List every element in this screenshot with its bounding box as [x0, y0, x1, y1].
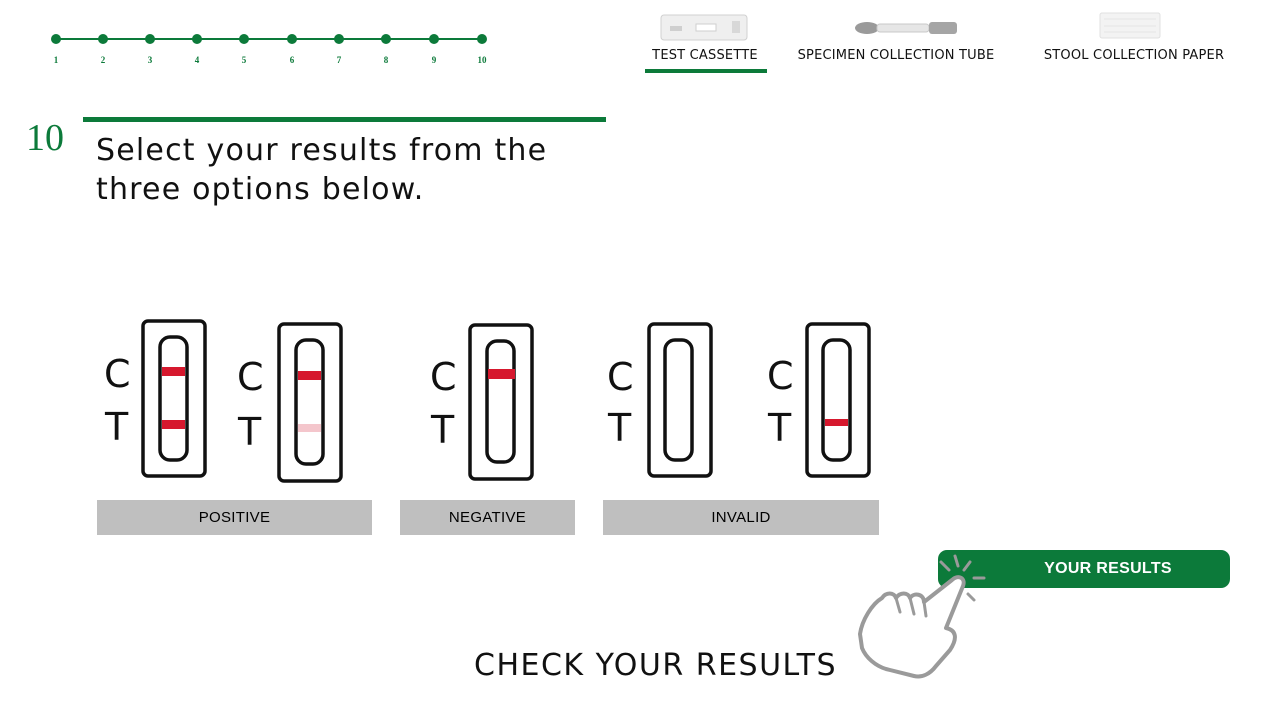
step-number-large: 10	[26, 117, 64, 159]
stool-paper-icon	[1099, 12, 1161, 39]
check-your-results-label: CHECK YOUR RESULTS	[474, 648, 838, 683]
tab-label: TEST CASSETTE	[652, 48, 758, 63]
your-results-label: YOUR RESULTS	[1044, 560, 1172, 577]
step-dot	[51, 34, 61, 44]
step-number: 10	[477, 55, 487, 65]
control-letter: C	[104, 352, 131, 396]
step-dot	[334, 34, 344, 44]
positive-cassette-strong: C T	[104, 319, 207, 478]
step-dot	[192, 34, 202, 44]
test-letter: T	[767, 406, 792, 450]
tab-selected-underline	[645, 69, 767, 73]
control-letter: C	[607, 355, 634, 399]
negative-button[interactable]: NEGATIVE	[400, 500, 575, 535]
step-number: 9	[431, 55, 437, 65]
invalid-cassette-empty: C T	[607, 322, 713, 478]
tab-stool-collection-paper[interactable]: STOOL COLLECTION PAPER	[1030, 8, 1238, 78]
step-number: 8	[383, 55, 389, 65]
step-number: 4	[194, 55, 200, 65]
control-line	[298, 371, 321, 380]
tab-test-cassette[interactable]: TEST CASSETTE	[640, 8, 770, 78]
step-number: 3	[147, 55, 153, 65]
invalid-button[interactable]: INVALID	[603, 500, 879, 535]
step-instruction: Select your results from the three optio…	[96, 133, 548, 207]
title-divider	[83, 117, 606, 122]
control-letter: C	[767, 354, 794, 398]
step-dot	[239, 34, 249, 44]
your-results-button[interactable]: YOUR RESULTS	[938, 550, 1230, 588]
cassette-illustrations: C T C T C T C T C T	[104, 319, 871, 483]
test-letter: T	[104, 405, 129, 449]
test-cassette-icon	[660, 14, 748, 41]
control-line	[162, 367, 185, 376]
tab-label: SPECIMEN COLLECTION TUBE	[797, 48, 995, 63]
control-letter: C	[237, 355, 264, 399]
control-letter: C	[430, 355, 457, 399]
positive-button[interactable]: POSITIVE	[97, 500, 372, 535]
step-number: 1	[53, 55, 59, 65]
negative-cassette: C T	[430, 323, 534, 481]
invalid-cassette-test-only: C T	[767, 322, 871, 478]
control-line	[488, 369, 515, 379]
step-number: 5	[241, 55, 247, 65]
step-dot	[145, 34, 155, 44]
test-letter: T	[607, 406, 632, 450]
step-dot	[429, 34, 439, 44]
step-dot	[381, 34, 391, 44]
test-line	[825, 419, 848, 426]
stepper-line	[56, 38, 482, 40]
step-number: 6	[289, 55, 295, 65]
step-number: 2	[100, 55, 106, 65]
step-dot	[98, 34, 108, 44]
test-line	[162, 420, 185, 429]
tap-hand-icon	[858, 554, 986, 679]
test-letter: T	[430, 408, 455, 452]
step-dot	[477, 34, 487, 44]
collection-tube-icon	[855, 22, 957, 34]
tab-label: STOOL COLLECTION PAPER	[1043, 48, 1225, 63]
positive-cassette-faint: C T	[237, 322, 343, 483]
step-dot	[287, 34, 297, 44]
tab-specimen-collection-tube[interactable]: SPECIMEN COLLECTION TUBE	[785, 8, 1007, 78]
faint-test-line	[298, 424, 321, 432]
step-number: 7	[336, 55, 342, 65]
test-letter: T	[237, 410, 262, 454]
